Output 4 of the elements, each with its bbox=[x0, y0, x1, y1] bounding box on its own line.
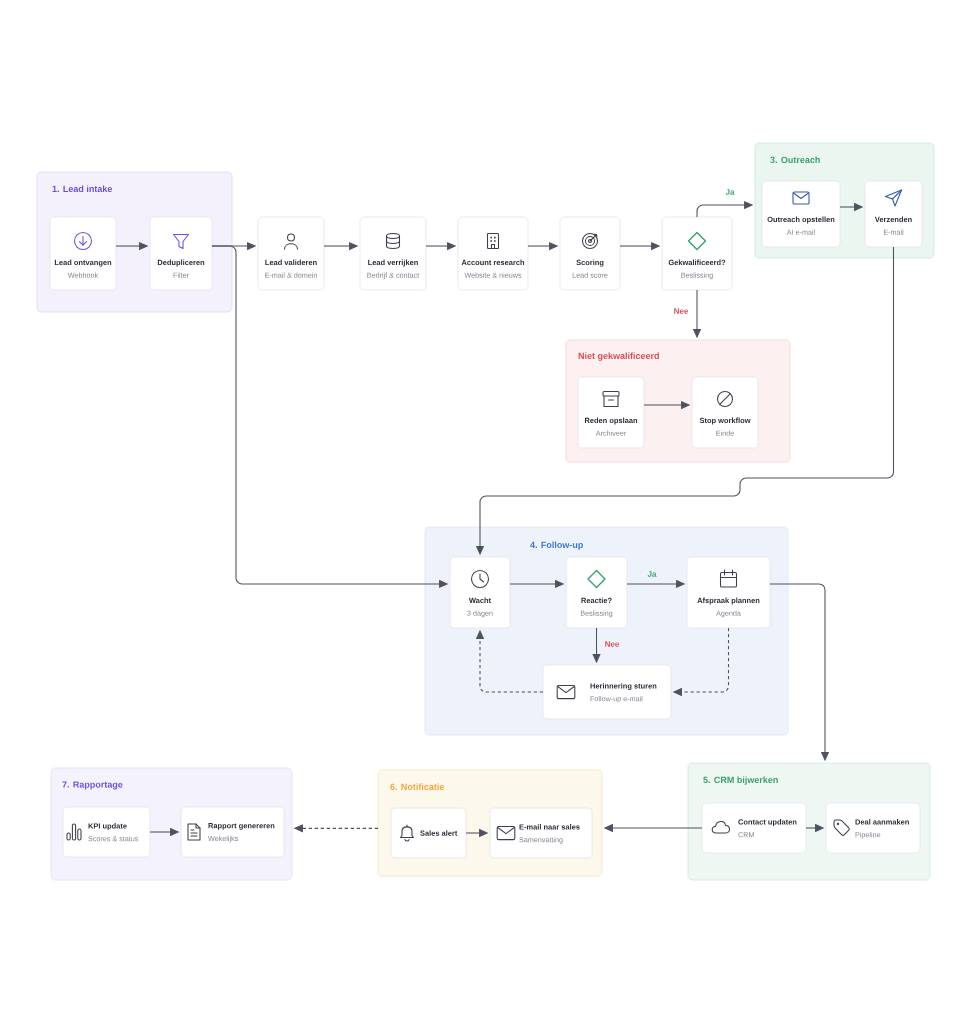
edge-label: Nee bbox=[674, 308, 689, 314]
edge-label: Ja bbox=[647, 571, 657, 577]
edge-label: Nee bbox=[605, 641, 620, 647]
edge-label: Ja bbox=[725, 189, 735, 195]
